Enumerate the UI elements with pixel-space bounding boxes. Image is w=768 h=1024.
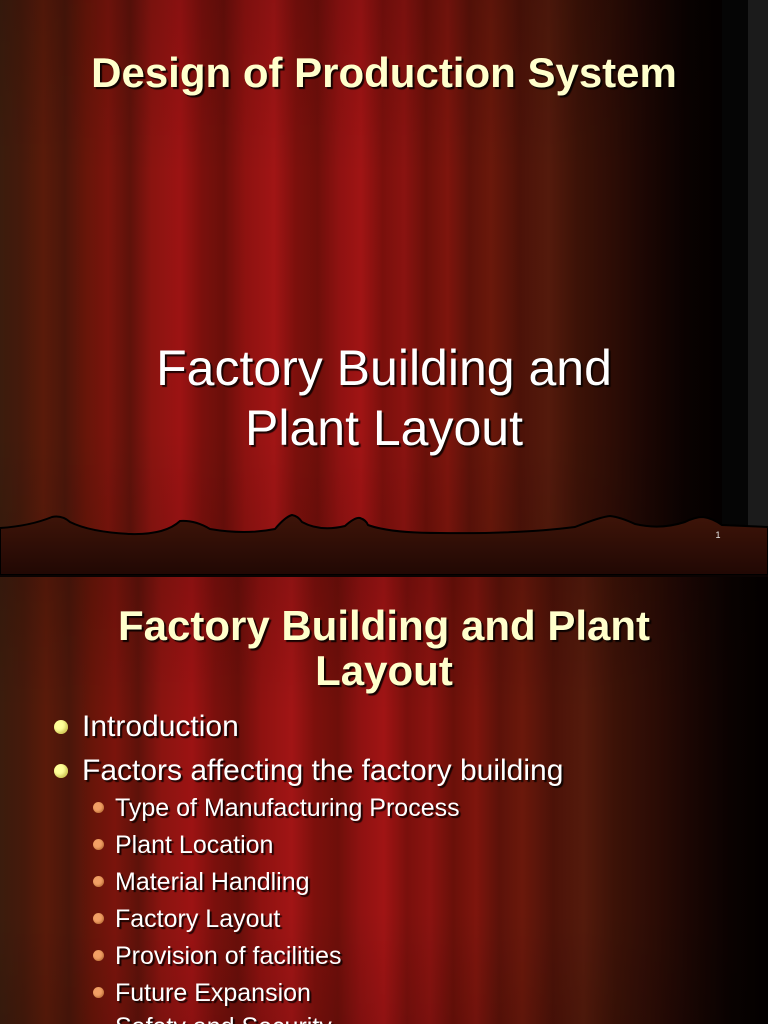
sub-bullet-item: Plant Location [82,827,768,864]
sub-bullet-item: Material Handling [82,864,768,901]
sub-bullet-dot-icon [93,876,104,887]
bullet-list: Introduction Factors affecting the facto… [0,705,768,1024]
curtain-background [0,577,768,1024]
slide-2: Factory Building and Plant Layout Introd… [0,577,768,1024]
sub-bullet-item: Type of Manufacturing Process [82,790,768,827]
sub-bullet-item: Factory Layout [82,901,768,938]
sub-bullet-dot-icon [93,802,104,813]
curtain-background [0,0,722,575]
sub-bullet-dot-icon [93,987,104,998]
sub-bullet-text: Provision of facilities [115,942,342,970]
sub-bullet-dot-icon [93,839,104,850]
sub-bullet-text: Plant Location [115,831,274,859]
sub-bullet-text: Type of Manufacturing Process [115,794,460,822]
slide-1: Design of Production System Factory Buil… [0,0,768,575]
sub-bullet-list: Type of Manufacturing Process Plant Loca… [82,790,768,1024]
slide-1-title: Design of Production System [91,49,677,96]
bullet-item: Factors affecting the factory building T… [0,749,768,1024]
sub-bullet-item: Provision of facilities [82,938,768,975]
sub-bullet-text: Material Handling [115,868,310,896]
sub-bullet-text: Safety and Security [115,1012,768,1024]
sub-bullet-text: Future Expansion [115,979,311,1007]
sub-bullet-item: Future Expansion [82,975,768,1012]
sub-bullet-text: Factory Layout [115,905,281,933]
sub-bullet-dot-icon [93,913,104,924]
slide-divider [0,575,768,577]
bullet-item: Introduction [0,705,768,749]
sub-bullet-item: Safety and Security [82,1012,768,1024]
slide-1-subtitle: Factory Building and Plant Layout [156,340,612,456]
stage-floor [0,513,768,575]
slide-number: 1 [715,530,721,540]
bullet-text: Factors affecting the factory building [82,754,564,787]
bullet-dot-icon [54,720,68,734]
sub-bullet-dot-icon [93,950,104,961]
bullet-text: Introduction [82,710,239,743]
slide-2-title: Factory Building and Plant Layout [117,602,651,694]
bullet-dot-icon [54,764,68,778]
slide-edge-strip [748,0,768,530]
